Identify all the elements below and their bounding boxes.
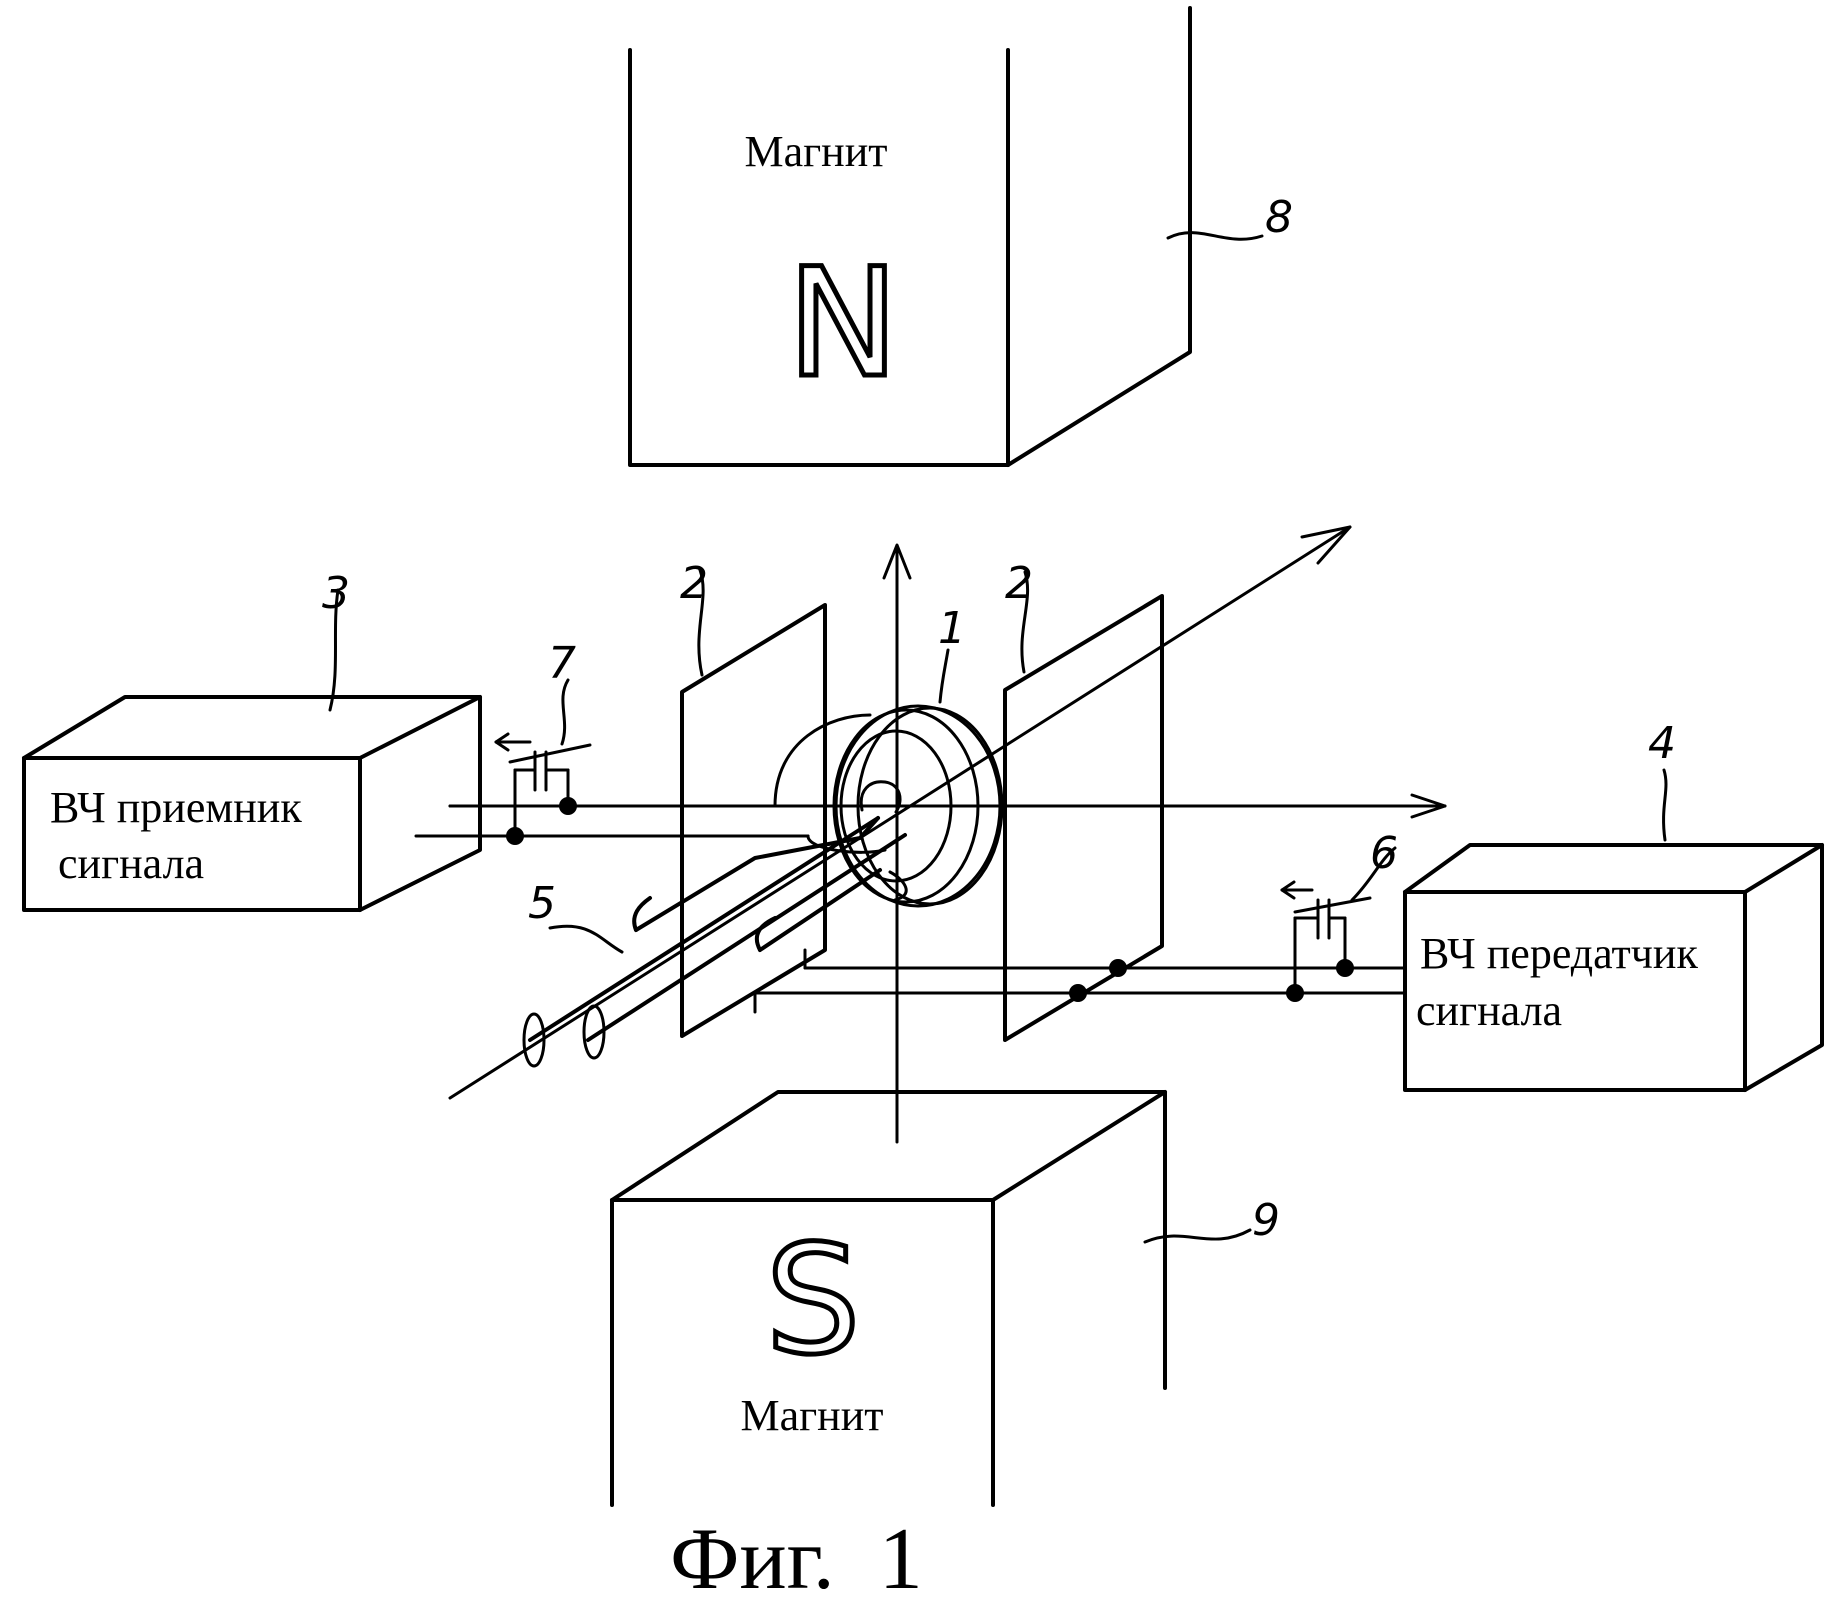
bottom-magnet: S Магнит 9 (612, 1092, 1280, 1505)
top-magnet-leader (1168, 233, 1262, 240)
plate-right-ref: 2 (1005, 558, 1033, 609)
receiver-junction-1 (559, 797, 577, 815)
bottom-magnet-leader (1145, 1230, 1250, 1242)
transmitter-box: ВЧ передатчик сигнала 4 (1405, 718, 1822, 1090)
bottom-magnet-ref: 9 (1252, 1195, 1280, 1246)
receiver-wiring: 7 (416, 638, 885, 852)
transmitter-label-line2: сигнала (1416, 986, 1562, 1035)
capacitor-rx-ref: 7 (548, 638, 576, 689)
receiver-junction-2 (506, 827, 524, 845)
transmitter-ref: 4 (1648, 718, 1676, 769)
receiver-ref: 3 (322, 568, 350, 619)
receiver-box: ВЧ приемник сигнала 3 (24, 568, 480, 910)
bottom-magnet-label: Магнит (740, 1391, 883, 1440)
transmitter-junction-4 (1286, 984, 1304, 1002)
top-magnet-ref: 8 (1265, 192, 1293, 243)
transmitter-junction-3 (1336, 959, 1354, 977)
transmitter-junction-1 (1109, 959, 1127, 977)
figure-caption: Фиг. 1 (670, 1511, 923, 1608)
top-magnet-label: Магнит (744, 127, 887, 176)
south-pole-letter: S (765, 1214, 860, 1388)
probe-tube-ref: 5 (528, 878, 556, 929)
capacitor-tx-ref: 6 (1370, 828, 1398, 879)
top-magnet: Магнит N 8 (630, 8, 1293, 465)
receiver-label-line2: сигнала (58, 839, 204, 888)
receiver-label-line1: ВЧ приемник (50, 783, 302, 832)
transmitter-junction-2 (1069, 984, 1087, 1002)
plate-left-ref: 2 (680, 558, 708, 609)
transmitter-label-line1: ВЧ передатчик (1420, 929, 1698, 978)
sample-coil-ref: 1 (938, 603, 966, 654)
north-pole-letter: N (787, 237, 899, 411)
transmitter-wiring: 6 (755, 828, 1405, 1012)
